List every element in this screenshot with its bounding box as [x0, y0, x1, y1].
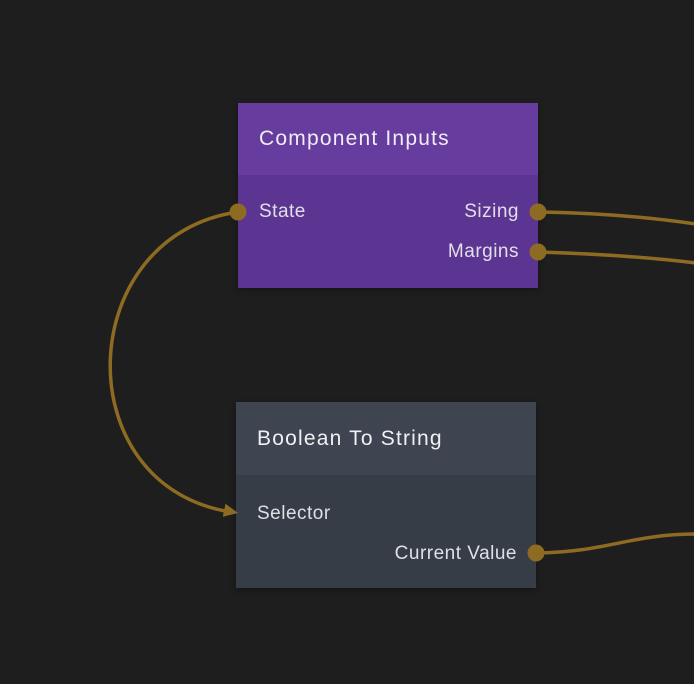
port-label-current-value: Current Value — [394, 543, 517, 564]
node-title: Boolean To String — [257, 426, 443, 450]
node-title: Component Inputs — [259, 127, 450, 150]
wire-margins-offscreen[interactable] — [538, 250, 694, 265]
node-header[interactable]: Component Inputs — [238, 103, 538, 175]
port-label-state: State — [259, 201, 306, 222]
node-body: Selector Current Value — [236, 475, 536, 588]
port-label-margins: Margins — [447, 241, 519, 262]
node-body: State Sizing Margins — [238, 175, 538, 288]
port-row: State Sizing — [238, 192, 538, 232]
port-row: Current Value — [236, 534, 536, 574]
port-row: Selector — [236, 494, 536, 534]
wire-current-value-offscreen[interactable] — [536, 532, 694, 555]
port-row: Margins — [238, 232, 538, 272]
node-header[interactable]: Boolean To String — [236, 402, 536, 475]
node-boolean-to-string[interactable]: Boolean To String Selector Current Value — [236, 402, 536, 588]
node-component-inputs[interactable]: Component Inputs State Sizing Margins — [238, 103, 538, 288]
port-label-sizing: Sizing — [464, 201, 519, 222]
wire-sizing-offscreen[interactable] — [538, 210, 694, 226]
wire-state-to-selector[interactable] — [108, 210, 240, 513]
port-label-selector: Selector — [257, 503, 331, 524]
